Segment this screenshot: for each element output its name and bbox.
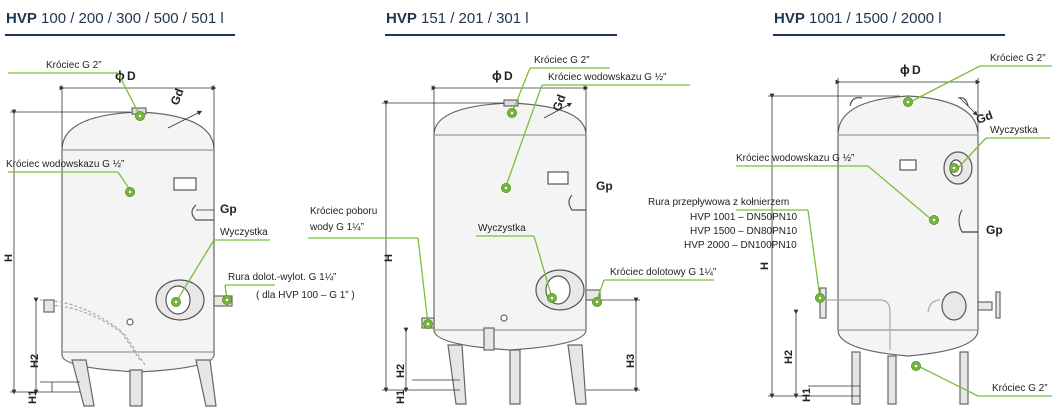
panel-1-dim-h2: H2 — [29, 354, 41, 368]
panel-3-tank — [819, 95, 1001, 405]
panel-3-title: HVP 1001 / 1500 / 2000 l — [774, 10, 942, 27]
panel-2-dim-d: D — [504, 69, 513, 83]
panel-2-markers — [423, 108, 602, 329]
panel-3-label-krociec-g2-bottom: Króciec G 2” — [992, 383, 1048, 394]
svg-text:ϕ: ϕ — [492, 68, 502, 83]
panel-1-label-wyczystka: Wyczystka — [220, 227, 268, 238]
panel-3-dim-d: D — [912, 63, 921, 77]
panel-3-label-wodowskaz: Króciec wodowskazu G ½” — [736, 153, 855, 164]
panel-2-dim-h3: H3 — [625, 354, 637, 368]
panel-2-dim-gd: Gd — [550, 93, 569, 113]
panel-1-dim-h1: H1 — [27, 390, 39, 404]
panel-1-label-krociec-g2: Króciec G 2” — [46, 60, 102, 71]
panel-3-dim-gp: Gp — [986, 223, 1003, 237]
panel-2-title-rule — [385, 34, 617, 36]
panel-2-label-krociec-g2: Króciec G 2” — [534, 55, 590, 66]
panel-3-label-rura-title: Rura przepływowa z kołnierzem — [648, 197, 790, 208]
panel-1-dim-d: D — [127, 69, 136, 83]
panel-3-label-rura-2: HVP 1500 – DN80PN10 — [690, 226, 798, 237]
panel-1-label-rura-1: Rura dolot.-wylot. G 1¼” — [228, 272, 337, 283]
panel-1-title: HVP 100 / 200 / 300 / 500 / 501 l — [6, 10, 224, 27]
panel-2-dim-gp: Gp — [596, 179, 613, 193]
panel-2-dim-h2: H2 — [395, 364, 407, 378]
svg-text:ϕ: ϕ — [900, 62, 910, 77]
panel-1-dim-gd: Gd — [168, 87, 187, 107]
panel-3-dimensions — [768, 78, 981, 399]
panel-1-label-rura-2: ( dla HVP 100 – G 1” ) — [256, 290, 355, 301]
panel-2-tank — [421, 99, 601, 405]
panel-2-dim-h: H — [383, 254, 395, 262]
panel-1-dim-h: H — [3, 254, 15, 262]
panel-1-label-wodowskaz: Króciec wodowskazu G ½” — [6, 159, 125, 170]
panel-3-dim-h: H — [759, 262, 771, 270]
panel-3-label-wyczystka: Wyczystka — [990, 125, 1038, 136]
panel-1-leaders — [8, 72, 275, 303]
panel-3-label-krociec-g2-top: Króciec G 2” — [990, 53, 1046, 64]
panel-2-label-dolotowy: Króciec dolotowy G 1¼” — [610, 267, 717, 278]
panel-3-leaders — [736, 65, 1052, 397]
panel-3-dim-h1: H1 — [801, 388, 813, 402]
panel-1-markers — [125, 111, 232, 307]
panel-3-markers — [815, 97, 959, 371]
panel-2-leaders — [308, 67, 714, 325]
panel-3-title-rule — [773, 34, 1005, 36]
panel-1-dim-gp: Gp — [220, 202, 237, 216]
panel-1-title-rule — [5, 34, 235, 36]
panel-2-dimensions — [382, 85, 640, 393]
panel-2-dim-h1: H1 — [395, 390, 407, 404]
panel-3-label-rura-1: HVP 1001 – DN50PN10 — [690, 212, 798, 223]
panel-2-label-pobor-1: Króciec poboru — [310, 206, 378, 217]
panel-2-label-wodowskaz: Króciec wodowskazu G ½” — [548, 72, 667, 83]
panel-1-dimensions — [10, 85, 217, 395]
panel-3-dim-h2: H2 — [783, 350, 795, 364]
panel-3-dim-gd: Gd — [974, 108, 994, 127]
panel-3-label-rura-3: HVP 2000 – DN100PN10 — [684, 240, 797, 251]
panel-2-label-pobor-2: wody G 1¼” — [310, 222, 364, 233]
panel-2-title: HVP 151 / 201 / 301 l — [386, 10, 529, 27]
panel-2-label-wyczystka: Wyczystka — [478, 223, 526, 234]
